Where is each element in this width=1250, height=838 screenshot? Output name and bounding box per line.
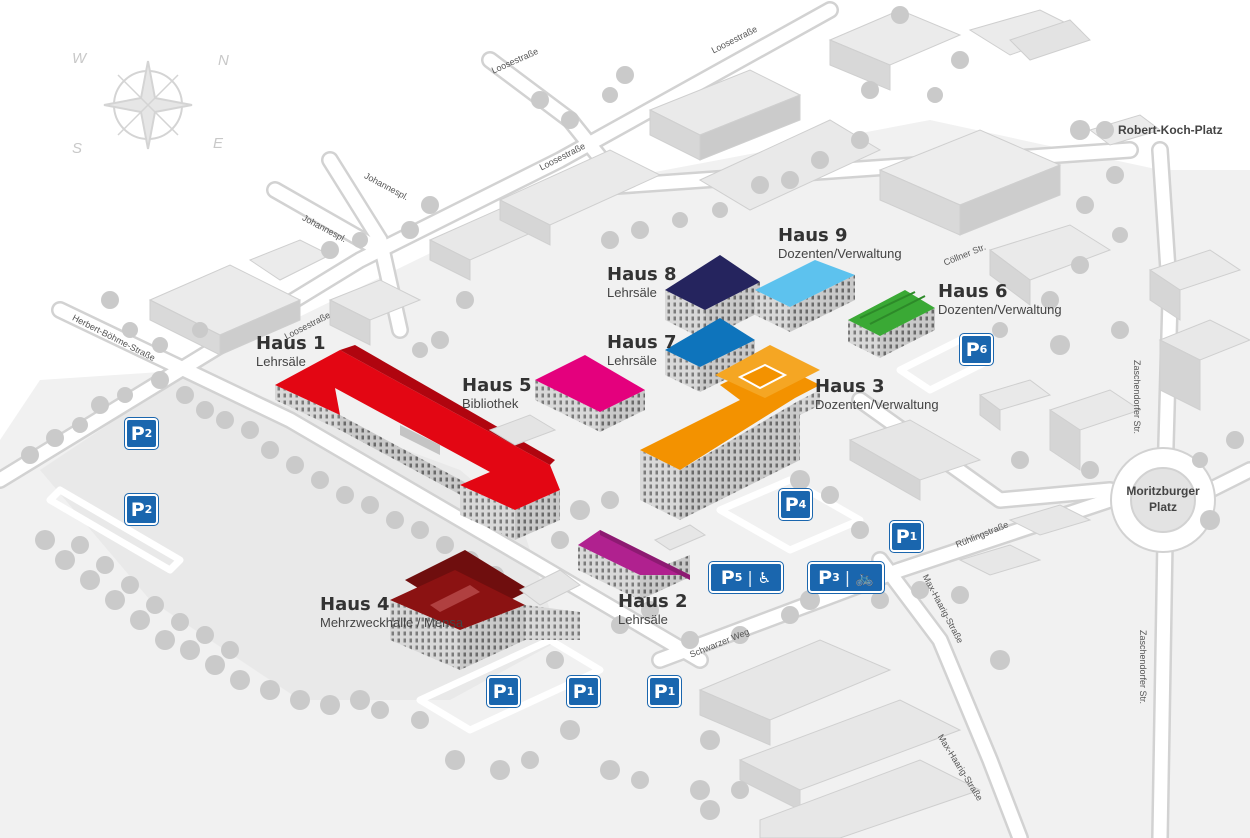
haus3-label[interactable]: Haus 3 Dozenten/Verwaltung xyxy=(815,376,939,413)
haus7-building[interactable] xyxy=(665,318,755,392)
compass-rose xyxy=(103,60,193,150)
haus2-subtitle: Lehrsäle xyxy=(618,612,668,627)
parking-number: 3 xyxy=(832,571,840,584)
haus4-title: Haus 4 xyxy=(320,594,390,615)
compass-n: N xyxy=(218,52,229,69)
haus5-subtitle: Bibliothek xyxy=(462,396,519,411)
haus9-building[interactable] xyxy=(755,260,855,332)
haus8-subtitle: Lehrsäle xyxy=(607,285,657,300)
haus1-title: Haus 1 xyxy=(256,333,326,354)
haus6-building[interactable] xyxy=(848,290,935,358)
parking-letter: P xyxy=(653,680,668,703)
bicycle-icon: 🚲 xyxy=(855,568,874,587)
campus-grey-blocks xyxy=(488,414,707,606)
parking-outlines xyxy=(46,336,994,734)
haus2-label[interactable]: Haus 2 Lehrsäle xyxy=(618,591,688,628)
compass-e: E xyxy=(213,135,224,152)
compass-s: S xyxy=(72,140,83,157)
parking-number: 4 xyxy=(798,498,807,511)
street-label-zaschendorfer-str: Zaschendorfer Str. xyxy=(1132,360,1142,435)
haus3-building[interactable] xyxy=(640,345,820,520)
haus2-building[interactable] xyxy=(578,530,690,600)
haus5-title: Haus 5 xyxy=(462,375,532,396)
parking-separator: | xyxy=(844,568,851,587)
parking-number: 6 xyxy=(979,343,988,356)
parking-letter: P xyxy=(130,422,145,445)
parking-letter: P xyxy=(895,525,910,548)
haus9-label[interactable]: Haus 9 Dozenten/Verwaltung xyxy=(778,225,902,262)
haus5-label[interactable]: Haus 5 Bibliothek xyxy=(462,375,532,412)
wheelchair-icon: ♿ xyxy=(757,568,772,587)
haus7-title: Haus 7 xyxy=(607,332,677,353)
place-label-platz: Platz xyxy=(1148,500,1177,514)
haus7-label[interactable]: Haus 7 Lehrsäle xyxy=(607,332,677,369)
parking-letter: P xyxy=(818,566,833,589)
haus8-label[interactable]: Haus 8 Lehrsäle xyxy=(607,264,677,301)
compass-w: W xyxy=(72,50,87,67)
roundabout-inner xyxy=(1130,467,1196,533)
haus1-subtitle: Lehrsäle xyxy=(256,354,306,369)
haus3-subtitle: Dozenten/Verwaltung xyxy=(815,397,939,412)
haus8-title: Haus 8 xyxy=(607,264,677,285)
haus5-building[interactable] xyxy=(535,355,645,432)
street-label-zaschendorfer-str: Zaschendorfer Str. xyxy=(1138,630,1148,705)
parking-number: 1 xyxy=(667,685,676,698)
place-label-moritzburger: Moritzburger xyxy=(1126,484,1200,498)
haus6-label[interactable]: Haus 6 Dozenten/Verwaltung xyxy=(938,281,1062,318)
parking-number: 2 xyxy=(144,427,153,440)
haus6-title: Haus 6 xyxy=(938,281,1008,302)
haus3-title: Haus 3 xyxy=(815,376,885,397)
place-label-robert-koch-platz: Robert-Koch-Platz xyxy=(1118,123,1223,137)
haus9-title: Haus 9 xyxy=(778,225,848,246)
haus9-subtitle: Dozenten/Verwaltung xyxy=(778,246,902,261)
parking-letter: P xyxy=(965,338,980,361)
parking-separator: | xyxy=(747,568,753,587)
parking-letter: P xyxy=(720,566,735,589)
parking-letter: P xyxy=(784,493,799,516)
haus4-label[interactable]: Haus 4 Mehrzweckhalle / Mensa xyxy=(320,594,464,631)
parking-number: 2 xyxy=(144,503,153,516)
parking-number: 1 xyxy=(909,530,918,543)
parking-letter: P xyxy=(130,498,145,521)
haus7-subtitle: Lehrsäle xyxy=(607,353,657,368)
parking-number: 1 xyxy=(586,685,595,698)
parking-letter: P xyxy=(492,680,507,703)
haus2-title: Haus 2 xyxy=(618,591,688,612)
haus4-building[interactable] xyxy=(390,550,580,670)
haus4-subtitle: Mehrzweckhalle / Mensa xyxy=(320,615,464,630)
haus1-label[interactable]: Haus 1 Lehrsäle xyxy=(256,333,326,370)
parking-number: 5 xyxy=(734,571,743,584)
parking-number: 1 xyxy=(506,685,515,698)
haus6-subtitle: Dozenten/Verwaltung xyxy=(938,302,1062,317)
parking-letter: P xyxy=(572,680,587,703)
